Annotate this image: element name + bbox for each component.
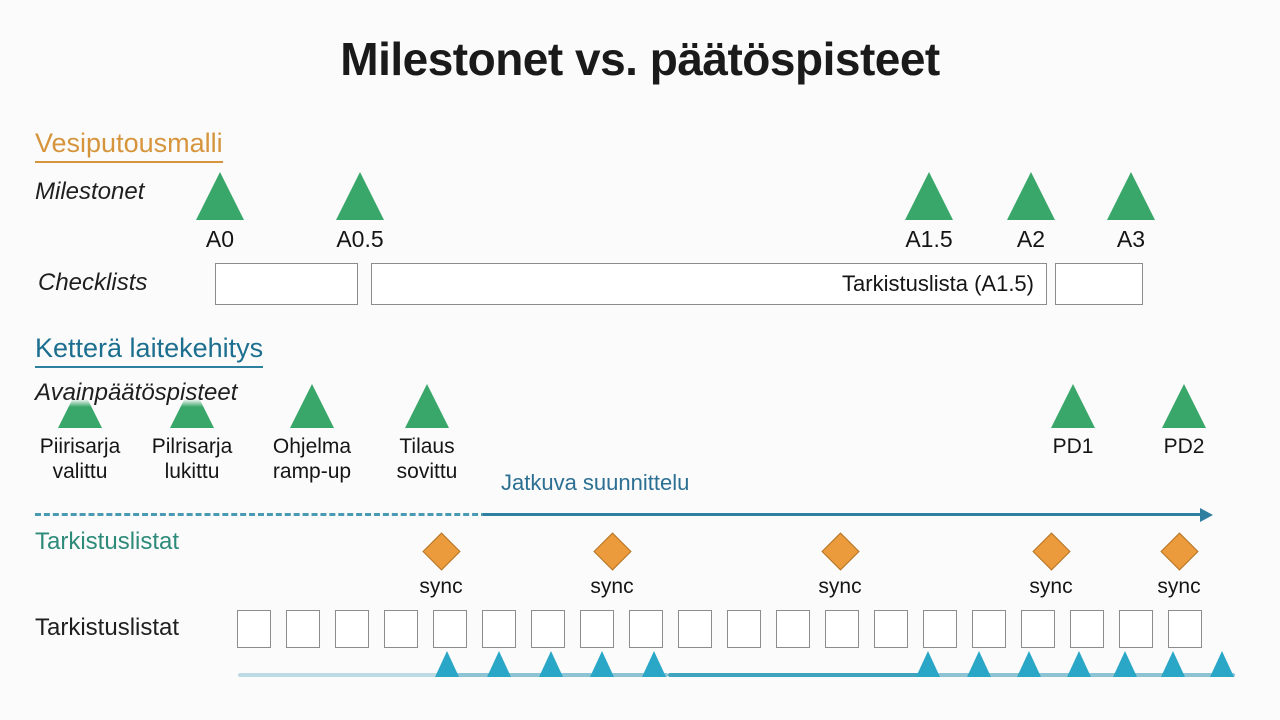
checklist-square bbox=[286, 610, 320, 648]
milestone-label: A1.5 bbox=[905, 226, 953, 252]
continuous-planning-label: Jatkuva suunnittelu bbox=[501, 470, 690, 495]
timeline-triangle-icon bbox=[1067, 651, 1091, 677]
page-title: Milestonet vs. päätöspisteet bbox=[340, 33, 940, 85]
checklist-square bbox=[629, 610, 663, 648]
timeline-triangle-icon bbox=[1113, 651, 1137, 677]
checklist-square bbox=[1021, 610, 1055, 648]
section-heading-agile: Ketterä laitekehitys bbox=[35, 333, 264, 368]
timeline-triangle-icon bbox=[967, 651, 991, 677]
checklist-square bbox=[580, 610, 614, 648]
milestone-label: A0 bbox=[205, 226, 235, 252]
timeline-arrow-head-icon bbox=[1200, 508, 1213, 522]
decision-point-label-line1: PD2 bbox=[1163, 435, 1205, 458]
checklist-square bbox=[972, 610, 1006, 648]
decision-point-triangle-icon bbox=[1162, 384, 1206, 428]
checklist-square bbox=[237, 610, 271, 648]
milestone-label: A3 bbox=[1116, 226, 1146, 252]
decision-point-label-line1: PD1 bbox=[1052, 435, 1094, 458]
sync-label: sync bbox=[1029, 575, 1073, 598]
milestone-label: A0.5 bbox=[336, 226, 384, 252]
sync-diamond-icon bbox=[1160, 532, 1199, 571]
timeline-triangle-icon bbox=[1210, 651, 1234, 677]
checklist-square bbox=[1168, 610, 1202, 648]
checklist-square bbox=[776, 610, 810, 648]
milestone-triangle-icon bbox=[196, 172, 244, 220]
section-heading-checklists: Tarkistuslistat bbox=[35, 528, 180, 555]
milestone-triangle-icon bbox=[1007, 172, 1055, 220]
timeline-dashed-segment bbox=[35, 513, 487, 516]
decision-point-label-line1: Tilaus bbox=[399, 435, 455, 458]
timeline-solid-segment bbox=[483, 513, 1203, 516]
bottom-timeline-segment-mid bbox=[668, 673, 930, 677]
sync-diamond-icon bbox=[1032, 532, 1071, 571]
waterfall-checklist-box bbox=[1055, 263, 1143, 305]
timeline-triangle-icon bbox=[590, 651, 614, 677]
sync-label: sync bbox=[818, 575, 862, 598]
decision-point-label: PD2 bbox=[1114, 434, 1254, 459]
timeline-triangle-icon bbox=[916, 651, 940, 677]
checklist-square bbox=[482, 610, 516, 648]
timeline-triangle-icon bbox=[539, 651, 563, 677]
milestone-triangle-icon bbox=[336, 172, 384, 220]
sync-diamond-icon bbox=[593, 532, 632, 571]
timeline-triangle-icon bbox=[435, 651, 459, 677]
decision-point-label-line2: ramp-up bbox=[272, 460, 352, 483]
checklist-square bbox=[433, 610, 467, 648]
waterfall-checklist-box bbox=[215, 263, 358, 305]
timeline-triangle-icon bbox=[487, 651, 511, 677]
decision-point-label-line1: Ohjelma bbox=[272, 435, 352, 458]
decision-point-triangle-icon bbox=[405, 384, 449, 428]
checklist-square bbox=[874, 610, 908, 648]
timeline-triangle-icon bbox=[1161, 651, 1185, 677]
decision-point-label-line2: valittu bbox=[52, 460, 108, 483]
section-heading-waterfall: Vesiputousmalli bbox=[35, 128, 223, 163]
checklist-square bbox=[923, 610, 957, 648]
checklist-square bbox=[825, 610, 859, 648]
waterfall-checklist-box: Tarkistuslista (A1.5) bbox=[371, 263, 1047, 305]
sync-label: sync bbox=[419, 575, 463, 598]
row-label-checklists: Checklists bbox=[38, 269, 148, 296]
waterfall-checklist-box-label: Tarkistuslista (A1.5) bbox=[842, 271, 1034, 296]
decision-point-label-line1: Piirisarja bbox=[39, 435, 121, 458]
milestone-triangle-icon bbox=[905, 172, 953, 220]
row-label-decision-points: Avainpäätöspisteet bbox=[35, 379, 238, 407]
checklist-square bbox=[1119, 610, 1153, 648]
sync-label: sync bbox=[1157, 575, 1201, 598]
sync-diamond-icon bbox=[422, 532, 461, 571]
decision-point-triangle-icon bbox=[1051, 384, 1095, 428]
decision-point-label-line2: lukittu bbox=[164, 460, 220, 483]
checklist-square bbox=[531, 610, 565, 648]
decision-point-label-line1: Pilrisarja bbox=[151, 435, 233, 458]
sync-label: sync bbox=[590, 575, 634, 598]
checklist-square bbox=[384, 610, 418, 648]
decision-point-label: PD1 bbox=[1003, 434, 1143, 459]
checklist-square bbox=[727, 610, 761, 648]
row-label-milestones: Milestonet bbox=[35, 178, 145, 205]
milestone-label: A2 bbox=[1016, 226, 1046, 252]
checklist-square bbox=[335, 610, 369, 648]
row-label-checklist-squares: Tarkistuslistat bbox=[35, 614, 180, 641]
bottom-timeline-segment-pale bbox=[238, 673, 438, 677]
timeline-triangle-icon bbox=[1017, 651, 1041, 677]
timeline-triangle-icon bbox=[642, 651, 666, 677]
decision-point-label-line2: sovittu bbox=[396, 460, 458, 483]
checklist-square bbox=[1070, 610, 1104, 648]
milestone-triangle-icon bbox=[1107, 172, 1155, 220]
checklist-square bbox=[678, 610, 712, 648]
sync-diamond-icon bbox=[821, 532, 860, 571]
decision-point-triangle-icon bbox=[290, 384, 334, 428]
